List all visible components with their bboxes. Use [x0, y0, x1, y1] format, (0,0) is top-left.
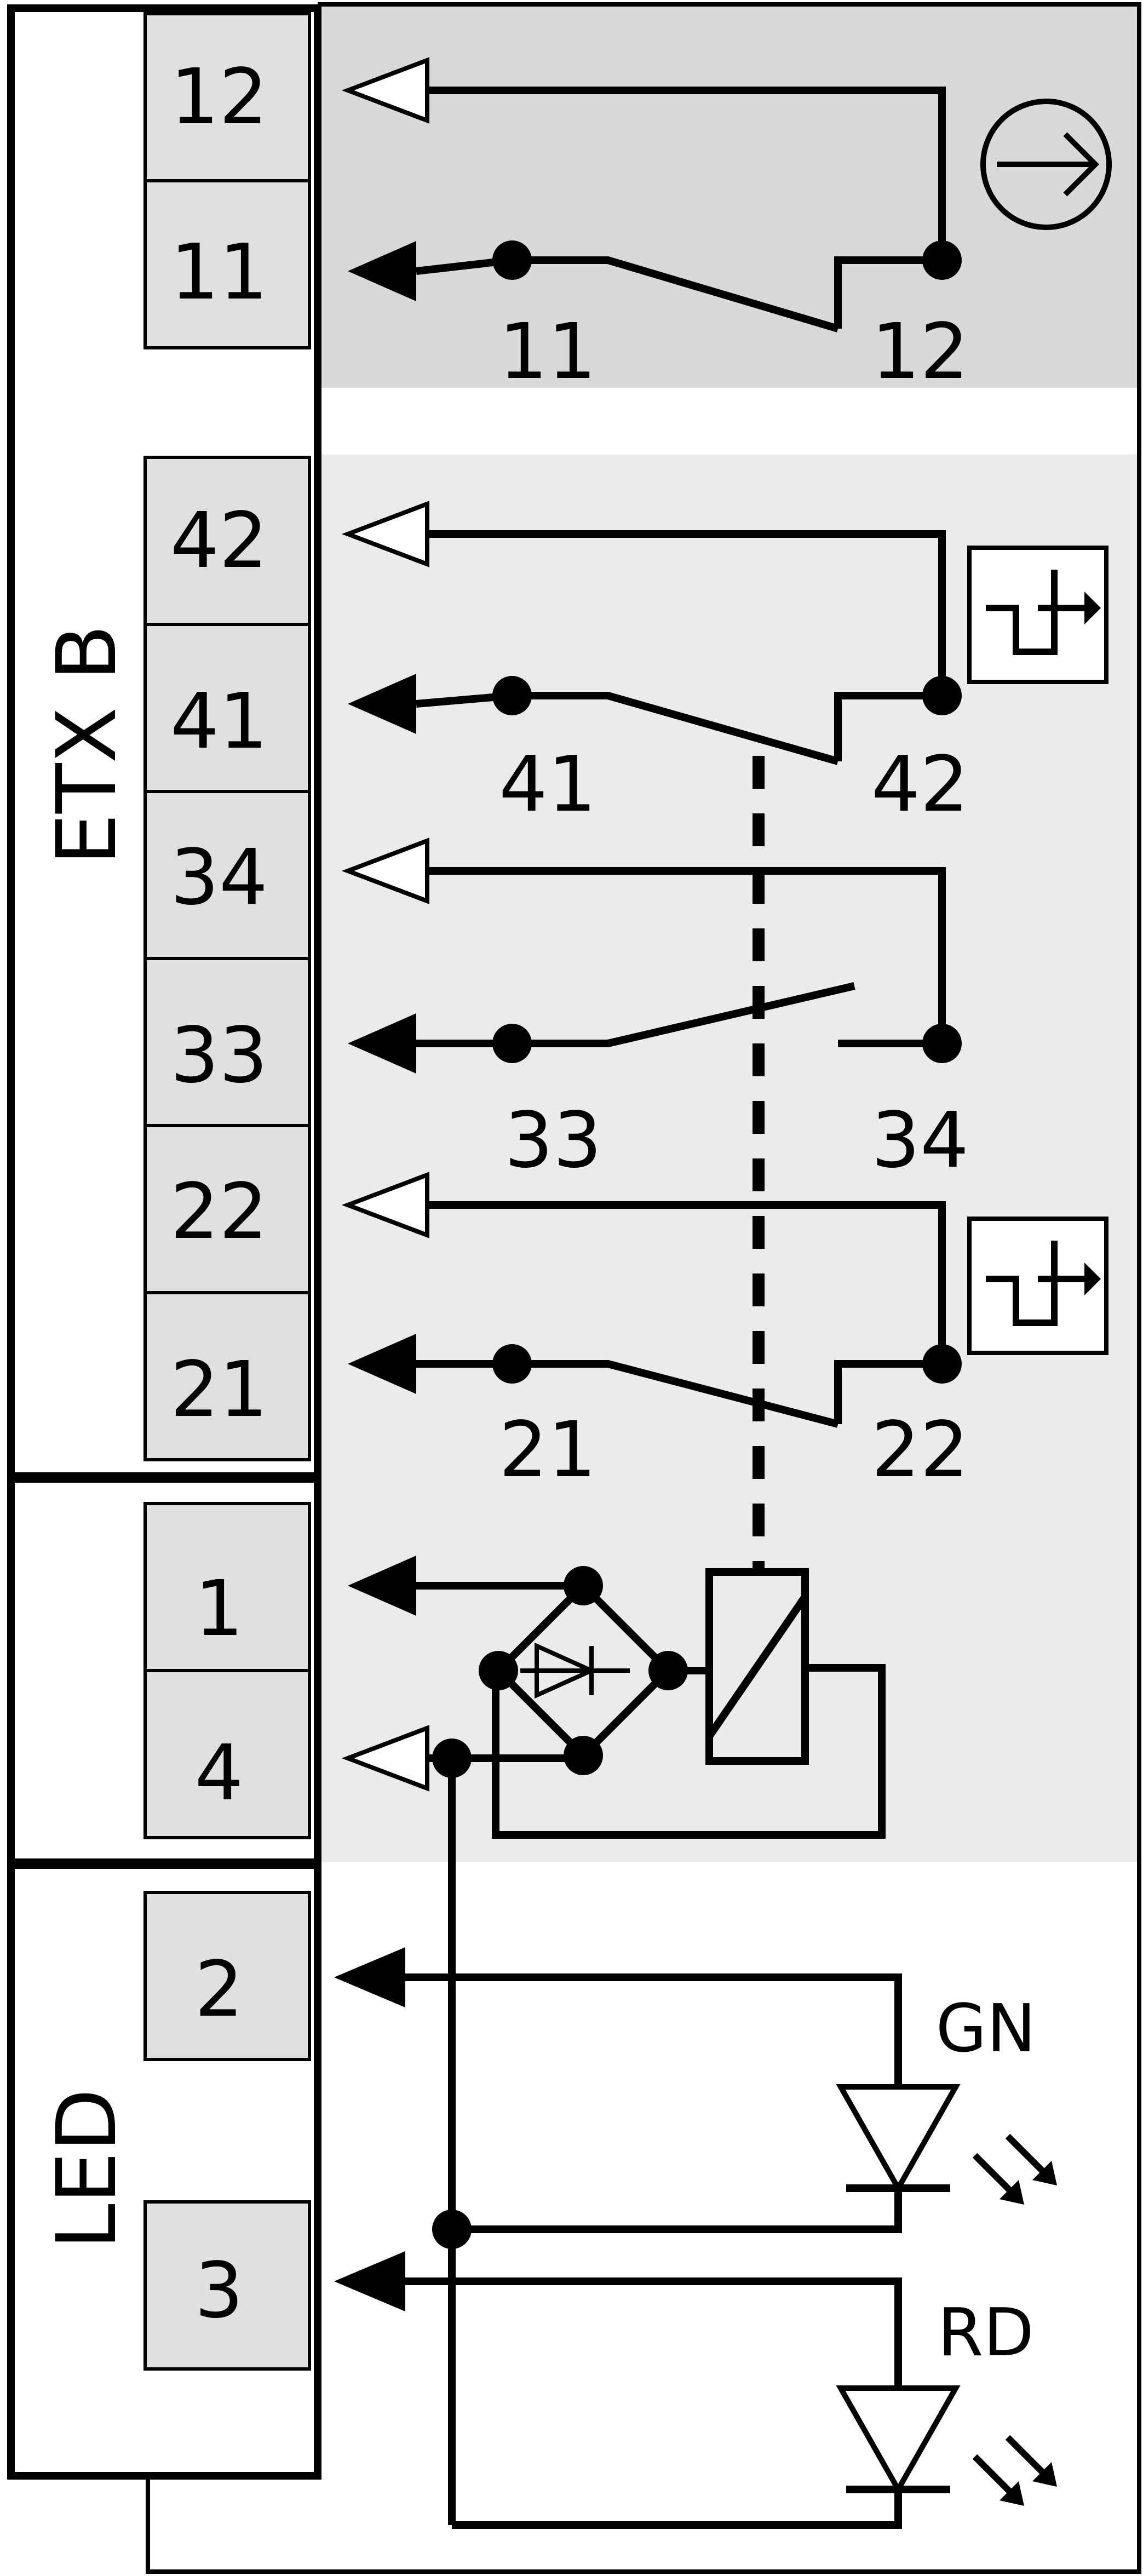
contact-34-node — [922, 1024, 962, 1063]
terminal-22-label: 22 — [170, 1167, 268, 1257]
terminal-33-box — [143, 957, 311, 1127]
led-circuit — [334, 1758, 961, 2529]
contact-42-label: 42 — [871, 740, 969, 829]
terminal-4-label: 4 — [194, 1729, 243, 1818]
terminal-1-label: 1 — [194, 1564, 243, 1654]
contact-21-22 — [341, 1172, 946, 1428]
contact-34-label: 34 — [871, 1096, 969, 1185]
rotation-arrow-icon — [980, 99, 1112, 230]
terminal-33-label: 33 — [170, 1011, 268, 1100]
bridge-bottom-node — [564, 1736, 603, 1775]
terminal-41-label: 41 — [170, 677, 268, 766]
bridge-right-node — [648, 1651, 688, 1690]
terminal-3-box — [143, 2200, 311, 2371]
contact-11-12 — [341, 57, 946, 332]
terminal-34-box — [143, 790, 311, 960]
terminal-2-label: 2 — [194, 1945, 243, 2034]
contact-33-node — [492, 1024, 532, 1063]
terminal-11-label: 11 — [170, 228, 268, 317]
zone-safety-contact — [318, 4, 1139, 388]
led-common-node — [432, 2210, 472, 2249]
contact-11-label: 11 — [499, 307, 596, 397]
terminal-3-label: 3 — [194, 2246, 243, 2336]
etx-module-label: ETX B — [39, 624, 135, 865]
outer-frame — [146, 2, 1141, 2574]
led-red-label: RD — [938, 2295, 1034, 2371]
contact-12-node — [922, 240, 962, 280]
terminal-2-box — [143, 1891, 311, 2061]
contact-41-node — [492, 676, 532, 715]
terminal-11-box — [143, 179, 311, 349]
contact-21-node — [492, 1344, 532, 1384]
terminal-12-label: 12 — [170, 53, 268, 142]
terminal-41-box — [143, 623, 311, 793]
terminal-21-box — [143, 1291, 311, 1461]
contact-41-label: 41 — [499, 740, 596, 829]
terminal-4-box — [143, 1669, 311, 1839]
positive-opening-icon — [967, 1217, 1108, 1355]
bridge-left-node — [479, 1651, 518, 1690]
terminal-42-box — [143, 456, 311, 626]
terminal-22-box — [143, 1124, 311, 1294]
contact-41-42 — [341, 501, 946, 765]
positive-opening-icon — [967, 546, 1108, 684]
terminal-34-label: 34 — [170, 833, 268, 922]
contact-22-label: 22 — [871, 1405, 969, 1495]
bridge-top-node — [564, 1566, 603, 1605]
contact-33-label: 33 — [504, 1096, 602, 1185]
terminal-42-label: 42 — [170, 496, 268, 586]
red-led-light-icon — [972, 2435, 1057, 2506]
zone-contacts-coil — [318, 455, 1139, 1862]
led-module-label: LED — [39, 2089, 135, 2250]
contact-11-node — [492, 240, 532, 280]
terminal-12-box — [143, 12, 311, 182]
led-green-label: GN — [936, 1991, 1036, 2067]
green-led-light-icon — [972, 2133, 1057, 2205]
contact-42-node — [922, 676, 962, 715]
contact-12-label: 12 — [871, 307, 969, 397]
contact-22-node — [922, 1344, 962, 1384]
terminal-1-box — [143, 1502, 311, 1672]
terminal-21-label: 21 — [170, 1345, 268, 1435]
contact-21-label: 21 — [499, 1405, 596, 1495]
